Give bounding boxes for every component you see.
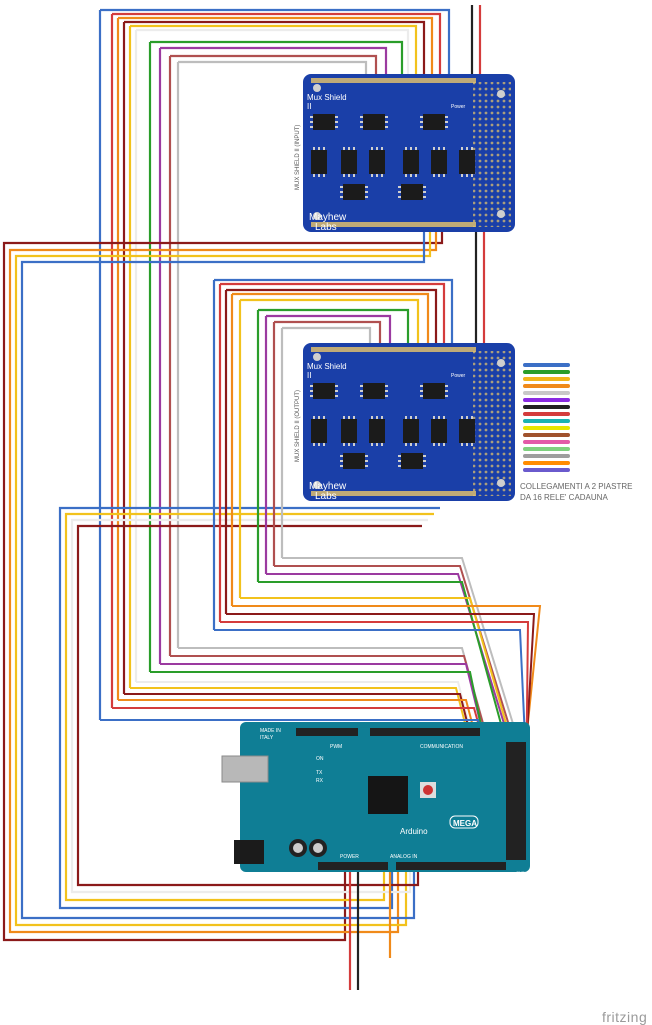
relay-note-line2: DA 16 RELE' CADAUNA: [520, 493, 608, 502]
arduino-tx: TX: [316, 770, 323, 776]
arduino-brand: Arduino: [400, 827, 428, 836]
relay-note: COLLEGAMENTI A 2 PIASTRE DA 16 RELE' CAD…: [520, 481, 632, 503]
shield-bottom-side-label: MUX SHIELD II (OUTPUT): [295, 390, 301, 462]
wire-bundle-top: [98, 5, 486, 720]
shield-bottom-power: Power: [451, 373, 466, 379]
arduino-pwm: PWM: [330, 744, 342, 750]
shield-bottom-brand-2: Labs: [315, 491, 337, 502]
fritzing-watermark: fritzing: [602, 1009, 648, 1025]
shield-top-brand-2: Labs: [315, 222, 337, 233]
shield-top-brand: Mayhew: [309, 212, 347, 223]
arduino-model: MEGA: [453, 819, 477, 828]
arduino-rx: RX: [316, 778, 324, 784]
relay-wire-stubs: [523, 363, 570, 472]
mux-shield-bottom: Mux Shield II Mayhew Labs Power: [303, 343, 515, 502]
arduino-on: ON: [316, 756, 324, 762]
shield-top-power: Power: [451, 104, 466, 110]
arduino-made-in: MADE IN: [260, 728, 281, 734]
arduino-communication: COMMUNICATION: [420, 744, 463, 750]
arduino-power: POWER: [340, 854, 359, 860]
wire-bundle-left: [2, 232, 444, 942]
wire-bundle-middle: [212, 278, 454, 630]
shield-bottom-name-2: II: [307, 371, 311, 380]
arduino-gnd: GND: [516, 870, 525, 875]
mux-shield-top: Mux Shield II Mayhew Labs Power: [303, 74, 515, 233]
wiring-diagram: Mux Shield II Mayhew Labs Power MUX SHIE…: [2, 5, 570, 990]
power-wires: [348, 870, 392, 990]
relay-note-line1: COLLEGAMENTI A 2 PIASTRE: [520, 482, 633, 491]
shield-top-name-2: II: [307, 102, 311, 111]
shield-top-name: Mux Shield: [307, 93, 347, 102]
shield-bottom-brand: Mayhew: [309, 481, 347, 492]
arduino-analog-in: ANALOG IN: [390, 854, 418, 860]
arduino-italy: ITALY: [260, 735, 274, 741]
shield-top-side-label: MUX SHIELD II (INPUT): [295, 125, 301, 190]
arduino-mega: MADE IN ITALY PWM COMMUNICATION TX RX ON…: [221, 722, 530, 875]
shield-bottom-name: Mux Shield: [307, 362, 347, 371]
